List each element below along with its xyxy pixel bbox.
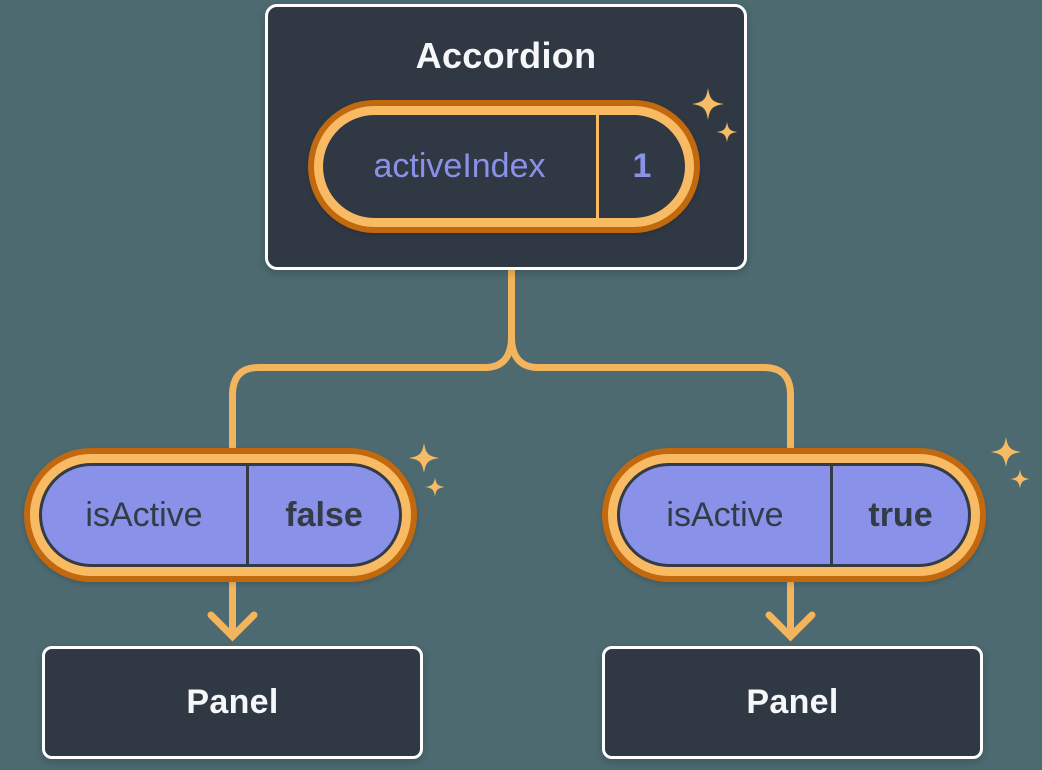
- sparkle-icon: [425, 477, 445, 497]
- sparkle-icon: [1010, 469, 1030, 489]
- prop-pill-label: isActive: [666, 495, 784, 534]
- state-pill-label: activeIndex: [373, 147, 546, 185]
- state-pill-divider: [596, 115, 599, 218]
- prop-pill-value: true: [868, 495, 933, 534]
- prop-pill-value: false: [285, 495, 363, 534]
- panel-box-right: Panel: [602, 646, 983, 759]
- prop-pill-ring: isActive false: [30, 454, 411, 576]
- prop-pill-label: isActive: [85, 495, 203, 534]
- arrow-down-icon: [207, 611, 258, 642]
- state-pill-value: 1: [632, 147, 652, 185]
- accordion-title: Accordion: [415, 35, 597, 76]
- prop-pill-divider: [830, 466, 833, 564]
- state-pill-body: activeIndex 1: [323, 115, 685, 218]
- prop-pill-ring: isActive true: [608, 454, 980, 576]
- state-pill-ring: activeIndex 1: [314, 106, 694, 227]
- prop-pill-isactive-left: isActive false: [24, 448, 417, 582]
- prop-pill-body: isActive false: [39, 463, 402, 567]
- prop-pill-body: isActive true: [617, 463, 971, 567]
- panel-box-left: Panel: [42, 646, 423, 759]
- sparkle-icon: [408, 442, 440, 474]
- sparkle-icon: [990, 436, 1022, 468]
- state-pill-activeindex: activeIndex 1: [308, 100, 700, 233]
- arrow-down-icon: [765, 611, 816, 642]
- prop-pill-isactive-right: isActive true: [602, 448, 986, 582]
